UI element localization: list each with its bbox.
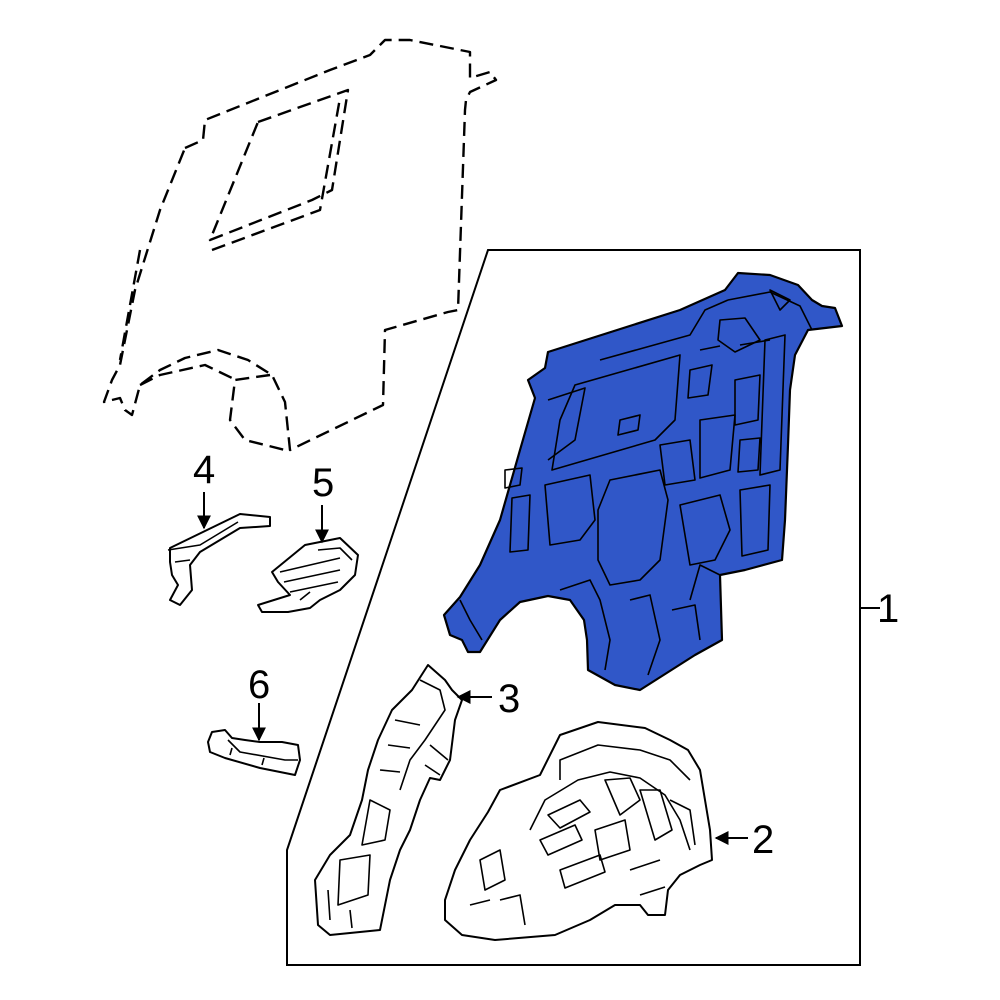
callout-2-label: 2	[752, 818, 774, 862]
bracket-6	[207, 729, 301, 776]
wheelhouse	[444, 721, 713, 941]
bracket-4	[167, 513, 271, 606]
callout-3-label: 3	[498, 677, 520, 721]
callout-4-label: 4	[193, 448, 215, 492]
inner-quarter-panel	[442, 271, 844, 692]
callout-1-label: 1	[877, 587, 899, 631]
callout-6-label: 6	[248, 663, 270, 707]
bracket-5	[257, 537, 359, 613]
callout-5-label: 5	[312, 461, 334, 505]
assembly-boundary	[286, 249, 861, 966]
quarter-panel-outline	[102, 38, 498, 452]
reinforcement-panel	[314, 664, 463, 936]
